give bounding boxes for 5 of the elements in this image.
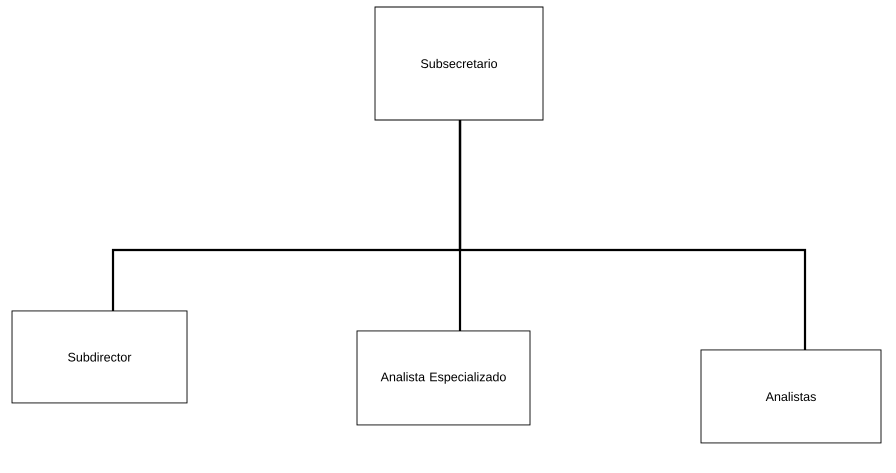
org-box: Subsecretario [374, 6, 544, 120]
connector-line [458, 120, 806, 350]
org-box: Subdirector [12, 310, 188, 404]
org-box: Analista Especializado [356, 330, 530, 426]
org-box: Analistas [700, 350, 882, 444]
